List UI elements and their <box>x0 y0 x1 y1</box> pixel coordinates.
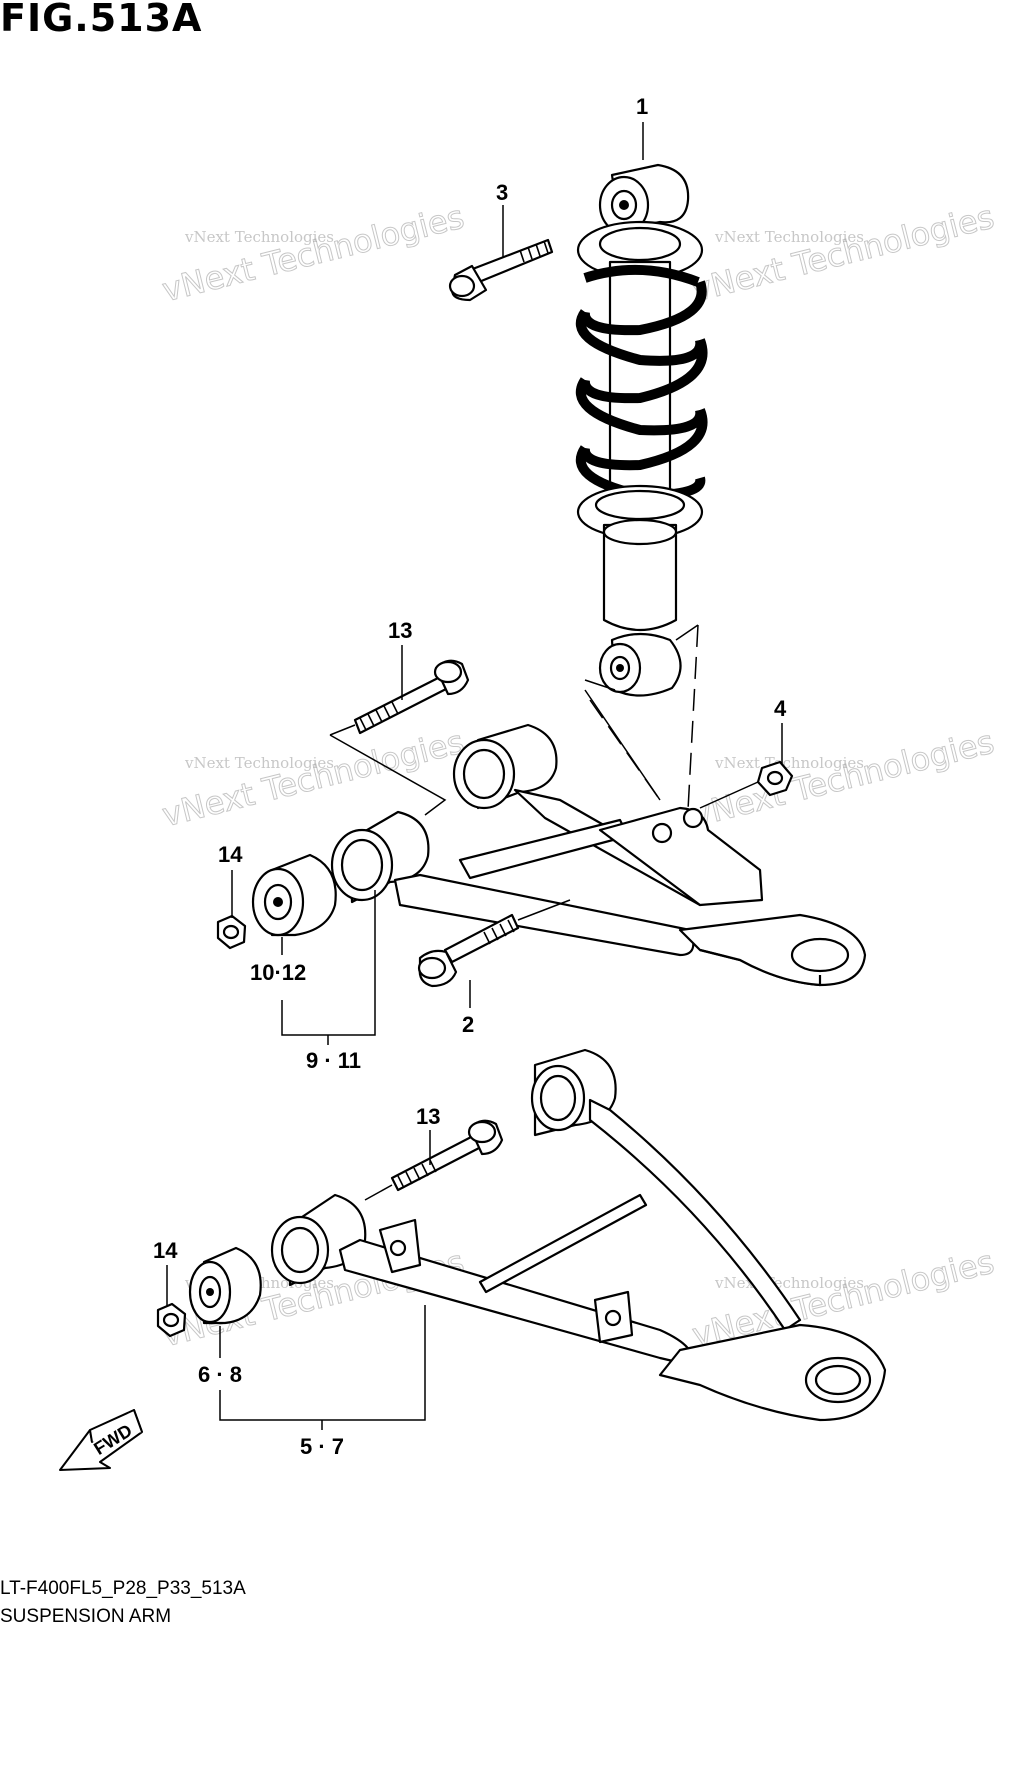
figure-title: FIG.513A <box>0 0 203 40</box>
watermark-outline: vNext Technologies <box>158 198 467 310</box>
bolt-13-lower <box>390 1119 504 1192</box>
watermark-top-right: vNext Technologies vNext Technologies <box>688 197 998 310</box>
upper-suspension-arm <box>330 723 867 987</box>
section-name: SUSPENSION ARM <box>0 1606 172 1627</box>
watermark-text: vNext Technologies <box>714 754 864 772</box>
bracket-5-7 <box>219 1305 426 1430</box>
watermark-outline: vNext Technologies <box>158 723 467 835</box>
nut-4 <box>756 760 794 797</box>
callout-13-lower: 13 <box>416 1104 440 1129</box>
bolt-13-upper <box>353 659 470 735</box>
leader-shock-right <box>675 624 699 641</box>
callout-4: 4 <box>774 696 787 721</box>
callout-13-upper: 13 <box>388 618 412 643</box>
callout-14-upper: 14 <box>218 842 243 867</box>
bolt-3 <box>448 238 554 302</box>
watermark-mid-right: vNext Technologies vNext Technologies <box>688 722 998 835</box>
shock-absorber <box>575 163 708 697</box>
watermark-text: vNext Technologies <box>714 228 864 246</box>
callout-1: 1 <box>636 94 648 119</box>
bracket-9-11 <box>281 890 376 1045</box>
dash-shock-to-arm-right <box>687 624 699 811</box>
watermark-outline: vNext Technologies <box>688 723 997 835</box>
nut-14-lower <box>156 1302 187 1338</box>
callout-5-7: 5 · 7 <box>300 1434 344 1459</box>
leader-bolt13-upper <box>329 724 447 816</box>
bushing-6-8 <box>188 1246 262 1325</box>
bolt-2 <box>417 913 520 988</box>
leader-shock-to-arm-left <box>584 679 661 801</box>
reference-code: LT-F400FL5_P28_P33_513A <box>0 1578 246 1599</box>
bushing-10-12 <box>251 853 337 937</box>
watermark-text: vNext Technologies <box>184 228 334 246</box>
lower-suspension-arm <box>270 1048 887 1422</box>
watermark-top-left: vNext Technologies vNext Technologies <box>158 197 468 310</box>
callout-14-lower: 14 <box>153 1238 178 1263</box>
fwd-direction-arrow: FWD <box>59 1409 143 1471</box>
dash-shock-to-arm <box>589 699 661 801</box>
nut-14-upper <box>216 914 247 950</box>
watermark-text: vNext Technologies <box>184 754 334 772</box>
callout-2: 2 <box>462 1012 474 1037</box>
callout-6-8: 6 · 8 <box>198 1362 242 1387</box>
callout-9-11: 9 · 11 <box>306 1048 361 1073</box>
watermark-mid-left: vNext Technologies vNext Technologies <box>158 722 468 835</box>
watermark-outline: vNext Technologies <box>688 198 997 310</box>
leader-bolt13-lower <box>364 1184 393 1201</box>
leader-bolt2-arm <box>517 899 571 921</box>
watermark-text: vNext Technologies <box>714 1274 864 1292</box>
leader-nut4-arm <box>699 781 759 809</box>
callout-3: 3 <box>496 180 508 205</box>
callout-10-12: 10·12 <box>250 960 306 985</box>
